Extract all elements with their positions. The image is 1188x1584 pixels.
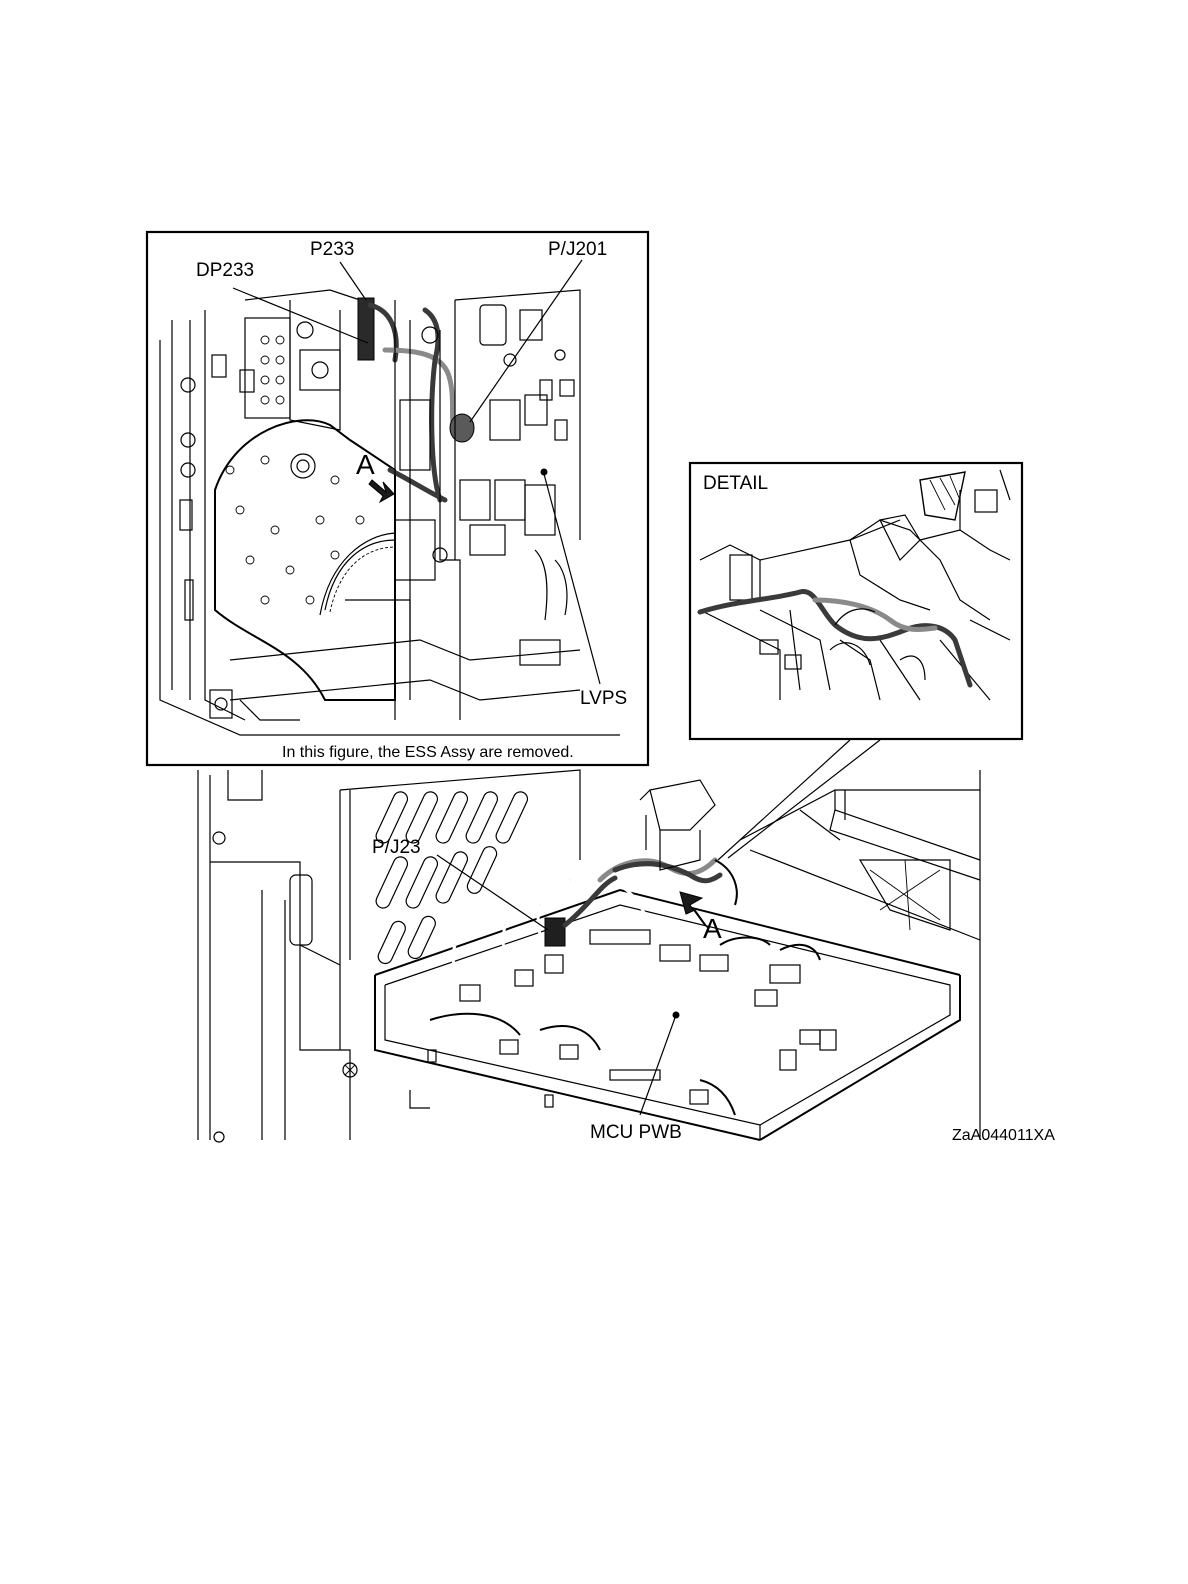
mcu-pwb-label: MCU PWB: [590, 1122, 682, 1143]
detail-callout-lines: [718, 740, 880, 860]
vented-rear-wall: [340, 770, 580, 966]
mcu-board-tray: [375, 890, 960, 1140]
left-side-panel: [210, 770, 357, 1142]
tray-harnesses: [430, 780, 820, 1115]
inset-caption: In this figure, the ESS Assy are removed…: [282, 744, 574, 761]
detail-title: DETAIL: [703, 473, 768, 494]
main-assembly-view: P/J23 A MCU PWB: [198, 770, 980, 1143]
dp233-label: DP233: [196, 260, 254, 281]
right-upper-frame: [740, 790, 980, 940]
p233-label: P233: [310, 239, 354, 260]
pj201-label: P/J201: [548, 239, 607, 260]
pj23-label: P/J23: [372, 837, 421, 858]
view-a-label-main: A: [703, 913, 722, 944]
detail-inset: DETAIL: [690, 463, 1022, 739]
figure-id: ZaA044011XA: [952, 1127, 1055, 1144]
lvps-label: LVPS: [580, 688, 627, 709]
lvps-inset: DP233 P233 P/J201 A LVPS In this figure,…: [147, 232, 648, 765]
view-a-label-inset: A: [356, 449, 375, 480]
